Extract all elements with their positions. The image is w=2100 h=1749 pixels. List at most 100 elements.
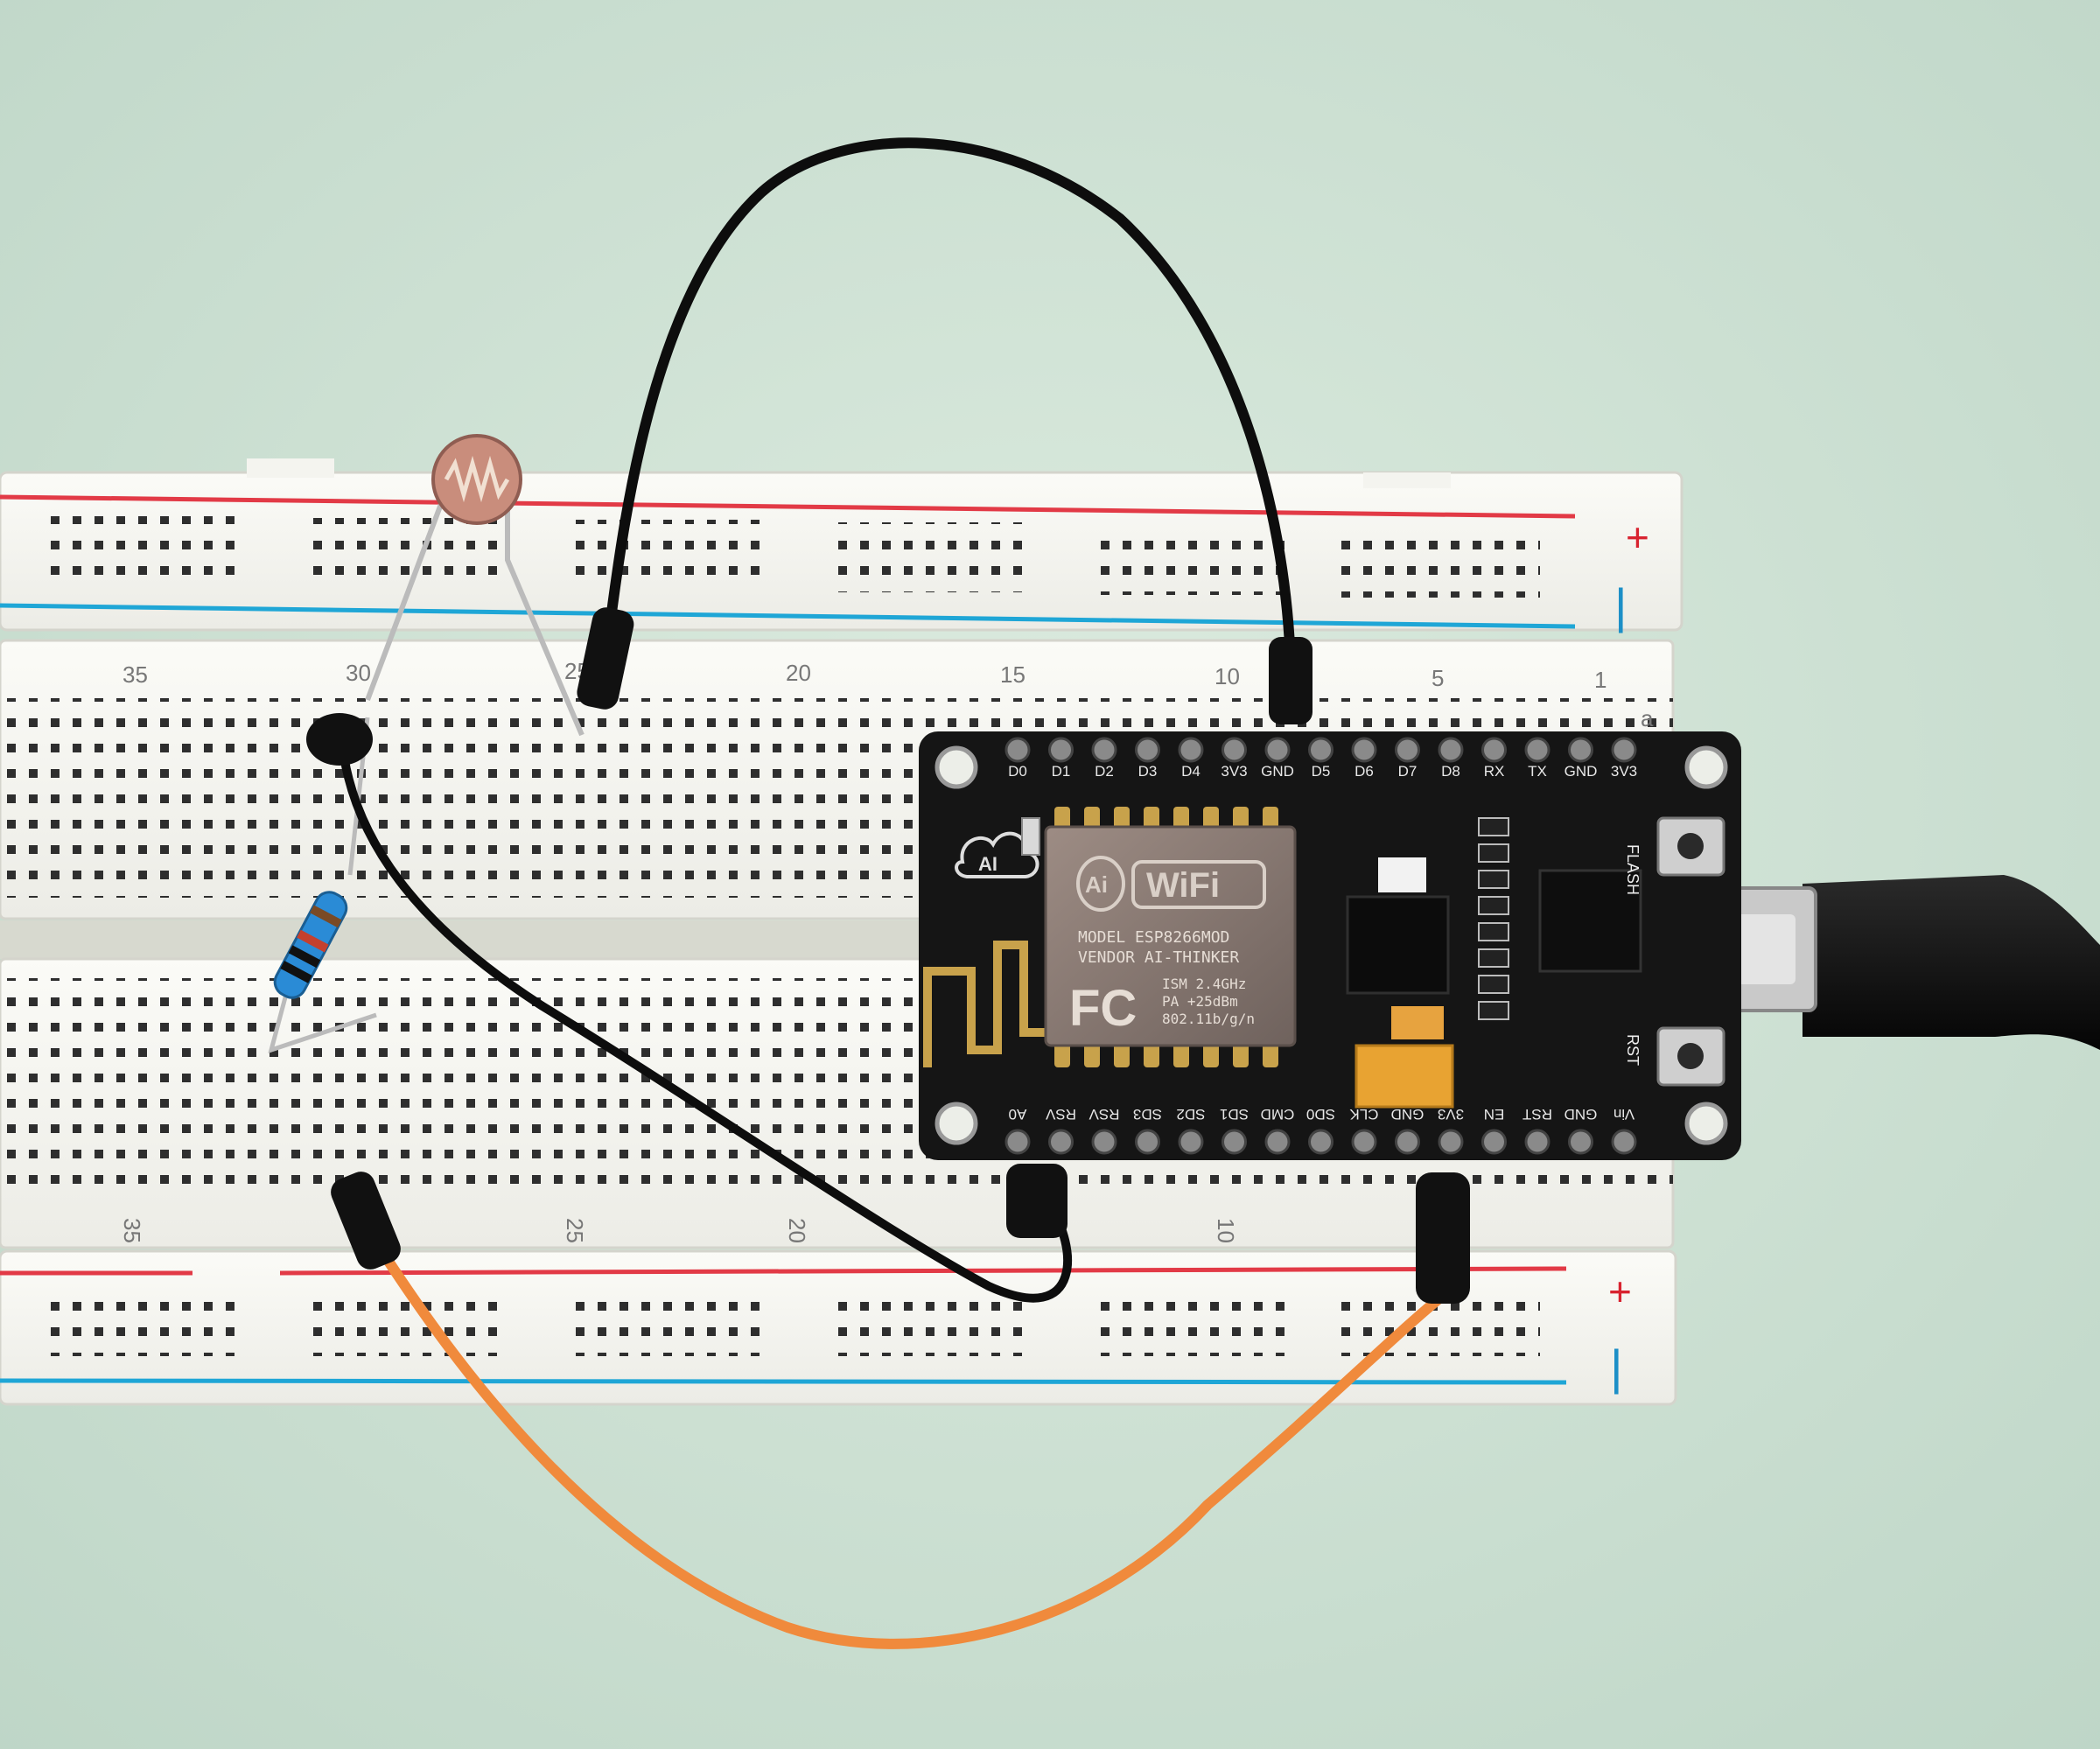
module-pad (1203, 1041, 1219, 1067)
fcc-logo: FC (1069, 980, 1137, 1037)
rail-holes (39, 1286, 241, 1356)
rail-plus-symbol: + (1626, 514, 1649, 560)
header-pin (1611, 737, 1637, 763)
wire-connector (331, 1172, 401, 1270)
smd-capacitor (1391, 1006, 1444, 1039)
header-pin (1091, 1129, 1117, 1155)
header-pin (1178, 737, 1204, 763)
row-letter: a (1641, 705, 1654, 731)
header-pin (1308, 737, 1334, 763)
header-pin (1264, 737, 1291, 763)
header-pin (1395, 737, 1420, 763)
pin-label: CMD (1261, 1106, 1295, 1123)
ldr-leg (365, 488, 449, 702)
column-number: 1 (1594, 667, 1606, 693)
module-pad (1173, 1041, 1189, 1067)
column-number: 30 (346, 660, 371, 686)
smd-resistor (1478, 896, 1509, 915)
ldr-leg (505, 499, 584, 737)
pin-label: EN (1484, 1106, 1505, 1123)
rail-holes (302, 1286, 503, 1356)
bottom-header (1004, 1129, 1637, 1155)
flash-label: FLASH (1624, 844, 1642, 895)
module-vendor-line: VENDOR AI-THINKER (1078, 948, 1239, 967)
pin-label: D1 (1052, 763, 1071, 780)
header-pin (1091, 737, 1117, 763)
pin-label: RSV (1045, 1106, 1076, 1123)
header-pin (1048, 1129, 1074, 1155)
module-pad (1084, 1041, 1100, 1067)
mounting-hole (934, 745, 978, 789)
rail-holes (564, 520, 766, 590)
voltage-regulator (1346, 895, 1450, 995)
black-arch-wire (603, 137, 1296, 670)
reset-button-cap[interactable] (1677, 1043, 1704, 1069)
header-pin (1524, 737, 1550, 763)
onboard-led (1021, 817, 1040, 856)
module-spec-line: 802.11b/g/n (1162, 1011, 1255, 1027)
esp-module-shield (1044, 825, 1297, 1047)
column-number: 35 (122, 661, 148, 688)
pin-label: GND (1564, 1106, 1598, 1123)
black-ground-wire (337, 731, 1072, 1303)
rail-holes (1089, 1286, 1291, 1356)
module-pad (1144, 1041, 1159, 1067)
resistor-band (288, 945, 321, 969)
module-spec-line: ISM 2.4GHz (1162, 976, 1246, 992)
resistor-lead (268, 983, 377, 1053)
pin-label: D8 (1441, 763, 1460, 780)
rail-tab (247, 458, 334, 478)
header-pin (1222, 1129, 1247, 1155)
photoresistor (365, 434, 584, 737)
column-number: 35 (119, 1218, 145, 1243)
jumper-wires (306, 137, 1470, 1649)
pcb-antenna (923, 941, 1046, 1067)
header-pin (1004, 1129, 1031, 1155)
resistor (268, 717, 377, 1053)
pin-label: A0 (1009, 1106, 1027, 1123)
smd-resistor (1478, 1001, 1509, 1020)
pin-label: RST (1522, 1106, 1552, 1123)
header-pin (1135, 1129, 1160, 1155)
mounting-hole (1684, 1102, 1728, 1145)
header-pin (1611, 1129, 1637, 1155)
smd-resistor (1478, 817, 1509, 836)
pin-label: GND (1391, 1106, 1424, 1123)
pin-label: D2 (1095, 763, 1114, 780)
header-pin (1568, 737, 1593, 763)
pin-label: SD2 (1176, 1106, 1205, 1123)
module-pad (1114, 1041, 1130, 1067)
module-pad (1233, 1041, 1249, 1067)
flash-button-cap[interactable] (1677, 833, 1704, 859)
rail-holes (564, 1286, 766, 1356)
column-number: 10 (1214, 663, 1240, 689)
column-number: 10 (1213, 1218, 1239, 1243)
rail-holes (302, 518, 503, 588)
header-pin (1351, 737, 1377, 763)
header-pin (1222, 737, 1247, 763)
top-plus-line (0, 494, 1576, 519)
smd-resistor (1478, 975, 1509, 994)
pin-label: D0 (1008, 763, 1027, 780)
pin-label: Vin (1614, 1106, 1634, 1123)
orange-signal-wire (371, 1237, 1449, 1649)
module-pad (1054, 1041, 1070, 1067)
tantalum-capacitor (1354, 1044, 1454, 1109)
pin-label: 3V3 (1221, 763, 1247, 780)
header-pin (1264, 1129, 1291, 1155)
pin-label: GND (1564, 763, 1598, 780)
rail-holes (827, 522, 1028, 592)
rail-holes (827, 1286, 1028, 1356)
ai-thinker-logo (1076, 856, 1125, 912)
wire-connector (1006, 1164, 1068, 1238)
pin-label: SD3 (1133, 1106, 1162, 1123)
smd-component (1378, 857, 1426, 892)
ldr-track (444, 455, 510, 503)
pin-label: D7 (1398, 763, 1418, 780)
rail-holes (1089, 525, 1291, 595)
smd-resistor (1478, 870, 1509, 889)
header-pin (1178, 1129, 1204, 1155)
pin-label: GND (1261, 763, 1294, 780)
